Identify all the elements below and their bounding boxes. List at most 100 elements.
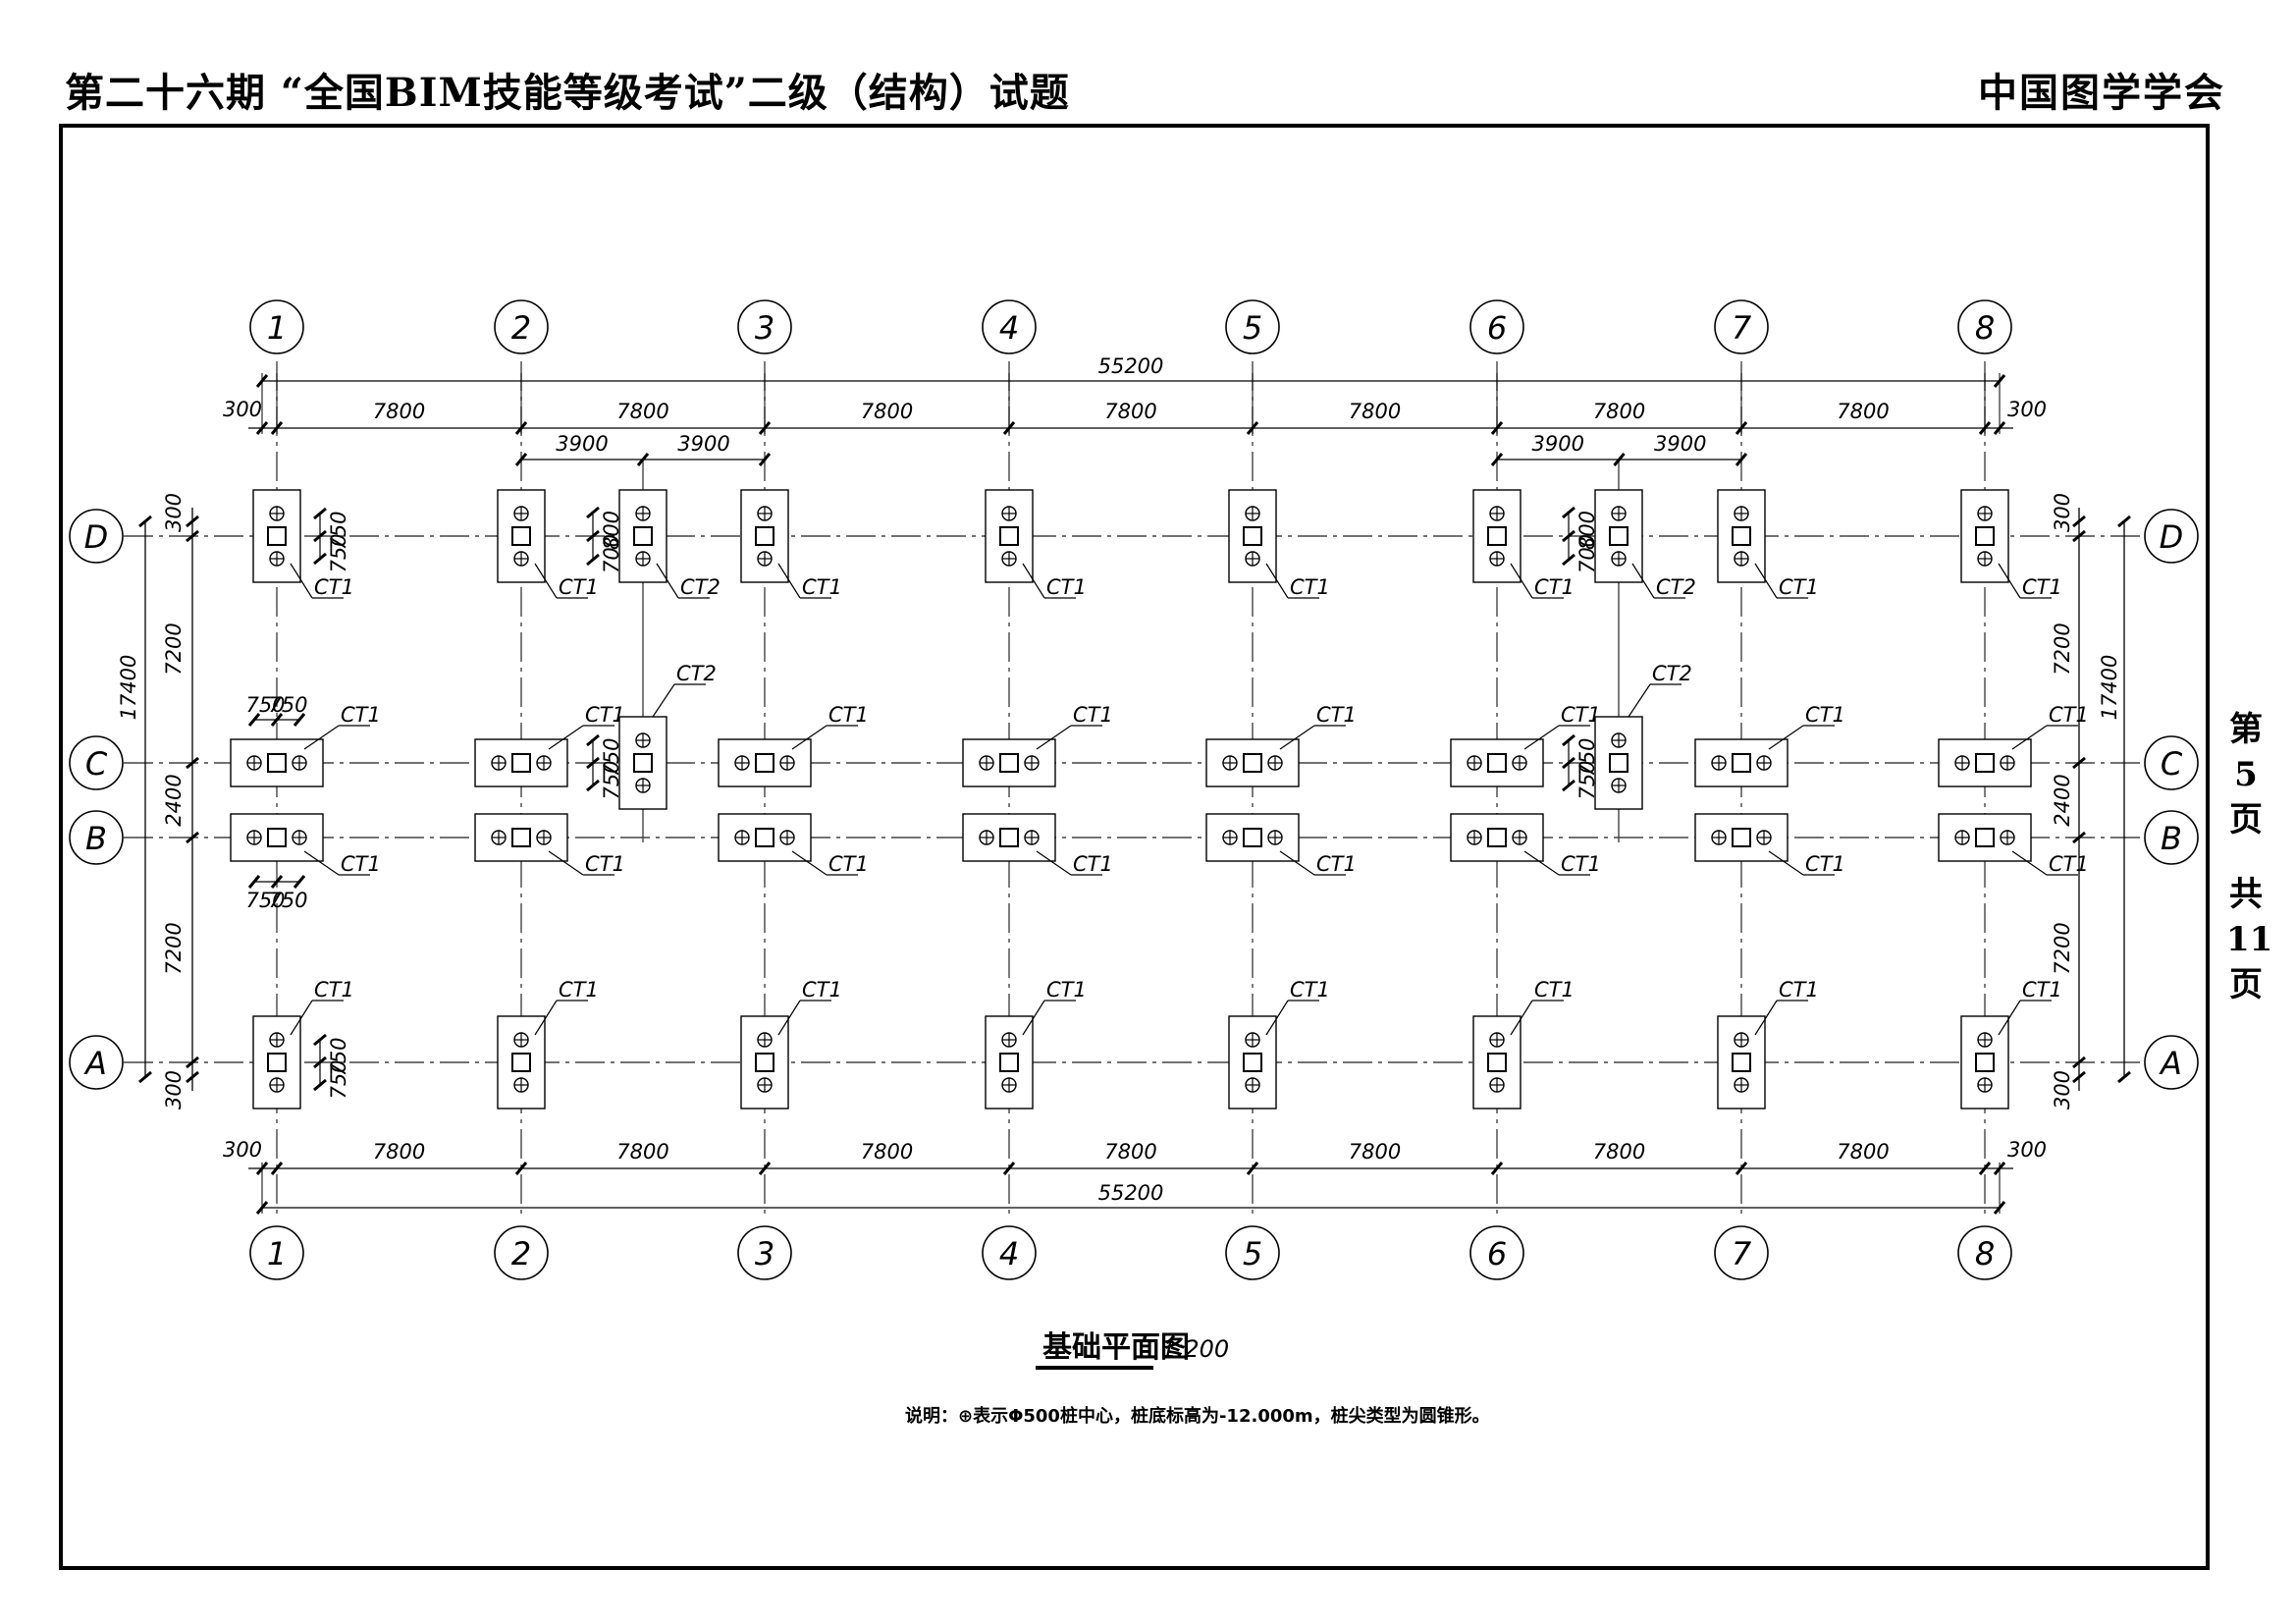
axis-bubble <box>1225 299 1280 354</box>
axis-label: D <box>84 518 109 556</box>
dim-text: 2400 <box>162 774 186 826</box>
cap-label: CT1 <box>1561 703 1601 727</box>
cap-label: CT1 <box>585 852 625 876</box>
column-square <box>1487 753 1507 773</box>
axis-label: 7 <box>1732 309 1752 347</box>
cap-label: CT1 <box>1290 978 1330 1001</box>
page-char: 页 <box>2229 800 2263 839</box>
leader-line <box>1279 725 1315 750</box>
axis-bubble <box>982 299 1037 354</box>
dim-tick <box>313 1056 327 1069</box>
axis-bubble <box>2144 810 2199 865</box>
dim-text: 300 <box>2007 1138 2047 1162</box>
axis-label: 1 <box>267 1235 287 1272</box>
dim-text: 7200 <box>162 922 186 974</box>
dim-text: 7800 <box>861 1140 913 1164</box>
leader-line <box>2011 850 2048 876</box>
axis-label: 1 <box>267 309 287 347</box>
dim-text: 2400 <box>2051 774 2074 826</box>
axis-label: 6 <box>1487 1235 1507 1272</box>
dim-tick <box>1562 529 1575 543</box>
axis-label: A <box>83 1045 107 1082</box>
leader-line <box>1754 1000 1778 1036</box>
axis-label: 7 <box>1732 1235 1752 1272</box>
axis-label: C <box>2161 745 2183 783</box>
axis-bubble <box>2144 735 2199 790</box>
dim-text: 7800 <box>1593 400 1645 423</box>
leader-line <box>303 850 340 876</box>
dim-text: 7800 <box>1104 1140 1156 1164</box>
dim-tick <box>586 733 600 747</box>
dim-tick <box>758 1162 772 1175</box>
axis-bubble <box>494 299 549 354</box>
dim-tick <box>514 1162 528 1175</box>
dim-tick <box>138 1070 152 1084</box>
cap-label: CT2 <box>676 662 717 685</box>
dim-text: 7800 <box>616 1140 668 1164</box>
leader-line <box>1022 563 1045 599</box>
column-square <box>1732 1053 1751 1072</box>
leader-line <box>534 1000 558 1036</box>
axis-label: 5 <box>1243 1235 1262 1272</box>
dim-tick <box>1246 1162 1259 1175</box>
cap-label: CT1 <box>2049 703 2089 727</box>
axis-bubble <box>69 509 124 564</box>
cap-label: CT1 <box>341 852 381 876</box>
dim-text: 300 <box>2007 398 2047 421</box>
column-square <box>1975 753 1995 773</box>
axis-bubble <box>249 1225 304 1280</box>
dim-tick <box>138 514 152 528</box>
leader-line <box>791 725 828 750</box>
leader-line <box>1510 563 1533 599</box>
cap-label: CT1 <box>2022 575 2062 599</box>
axis-label: 5 <box>1243 309 1262 347</box>
cap-label: CT1 <box>1534 575 1575 599</box>
dim-text: 750 <box>327 1059 350 1099</box>
page-char: 共 <box>2229 875 2263 914</box>
cap-label: CT1 <box>2022 978 2062 1001</box>
dim-tick <box>1490 453 1504 466</box>
cap-label: CT2 <box>1652 662 1692 685</box>
dim-tick <box>313 507 327 520</box>
dim-text: 7800 <box>1837 400 1889 423</box>
dim-text: 55200 <box>1098 354 1164 378</box>
dim-text: 7800 <box>1104 400 1156 423</box>
axis-bubble <box>69 735 124 790</box>
dim-text: 3900 <box>677 432 729 456</box>
dim-text: 300 <box>223 398 262 421</box>
leader-line <box>548 725 584 750</box>
column-square <box>267 526 287 546</box>
dim-text: 3900 <box>1654 432 1706 456</box>
leader-line <box>548 850 584 876</box>
axis-bubble <box>1957 299 2012 354</box>
dim-text: 750 <box>245 889 285 912</box>
axis-bubble <box>1714 1225 1769 1280</box>
dim-tick <box>1978 1162 1992 1175</box>
dim-tick <box>186 514 199 528</box>
column-square <box>755 526 774 546</box>
column-square <box>1487 526 1507 546</box>
cap-label: CT1 <box>1316 703 1357 727</box>
plan-scale: 1:200 <box>1161 1335 1229 1363</box>
cap-label: CT1 <box>1779 978 1819 1001</box>
column-square <box>511 828 531 847</box>
axis-label: 8 <box>1975 1235 1995 1272</box>
dim-text: 7200 <box>2051 623 2074 675</box>
dim-tick <box>270 875 284 889</box>
axis-label: 2 <box>511 309 531 347</box>
leader-line <box>534 563 558 599</box>
dim-tick <box>2072 514 2086 528</box>
column-square <box>1609 526 1629 546</box>
dim-tick <box>1562 553 1575 567</box>
axis-bubble <box>69 810 124 865</box>
dim-tick <box>1735 453 1748 466</box>
dim-tick <box>586 756 600 770</box>
column-square <box>511 526 531 546</box>
dim-text: 7800 <box>1349 400 1401 423</box>
axis-label: 8 <box>1975 309 1995 347</box>
dim-tick <box>586 553 600 567</box>
cap-label: CT1 <box>802 978 842 1001</box>
dim-text: 750 <box>327 533 350 572</box>
dim-text: 750 <box>245 693 285 717</box>
